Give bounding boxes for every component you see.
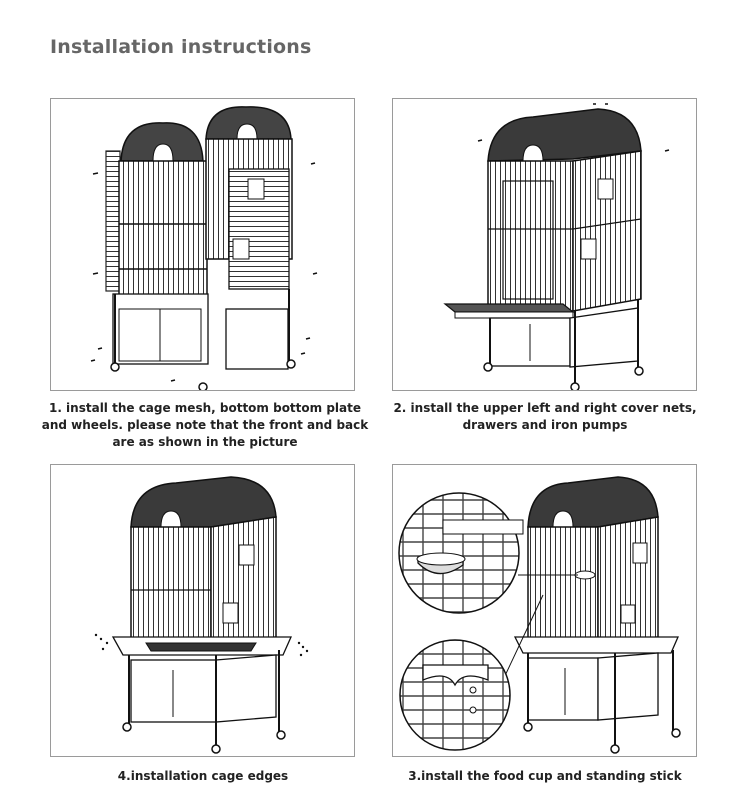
step-2-illustration <box>392 98 697 391</box>
exploded-cage-drawing <box>90 106 318 390</box>
cage-edges-drawing <box>94 476 309 754</box>
step-3-caption: 3.install the food cup and standing stic… <box>408 769 682 783</box>
step-4-illustration <box>50 464 355 757</box>
food-cup-perch-drawing <box>398 476 681 754</box>
step-2-caption: 2. install the upper left and right cove… <box>393 401 697 432</box>
page-title: Installation instructions <box>50 36 312 58</box>
step-1-caption: 1. install the cage mesh, bottom bottom … <box>41 401 369 449</box>
step-1-illustration <box>50 98 355 391</box>
step-4-caption: 4.installation cage edges <box>117 769 289 783</box>
step-3-illustration <box>392 464 697 757</box>
cage-with-cover-drawing <box>443 103 670 390</box>
